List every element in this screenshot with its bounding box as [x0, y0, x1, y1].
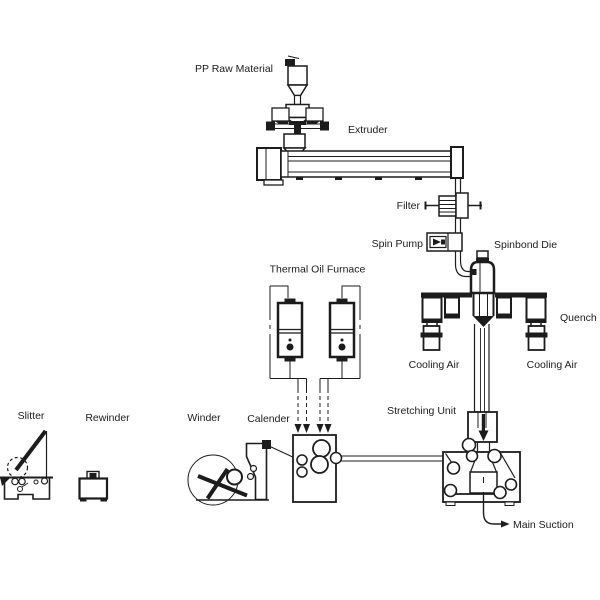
label-winder: Winder — [187, 412, 221, 424]
guide-roll — [296, 466, 308, 478]
feeder-cap — [285, 59, 295, 66]
roller — [487, 448, 502, 464]
label-thermal-oil-furnace: Thermal Oil Furnace — [270, 264, 366, 276]
roller — [446, 461, 461, 475]
guide-roll — [249, 464, 258, 473]
calender-roll — [312, 439, 331, 458]
labels: PP Raw Material Extruder Filter Spin Pum… — [18, 63, 597, 531]
guide-roll — [296, 454, 308, 466]
label-extruder: Extruder — [348, 124, 388, 136]
label-quench: Quench — [560, 312, 597, 324]
hopper-1 — [287, 65, 308, 86]
rewinder-body — [78, 477, 109, 500]
furnace-unit-right — [328, 298, 356, 362]
extruder — [256, 146, 464, 186]
calender-roll — [310, 455, 329, 474]
filter — [424, 192, 482, 219]
main-suction-arrow — [482, 492, 501, 525]
label-cooling-air-right: Cooling Air — [527, 359, 578, 371]
slitter-roller — [11, 477, 19, 486]
burner-dot — [286, 343, 294, 351]
burner-dot — [338, 343, 346, 351]
slitter — [0, 429, 53, 500]
extruder-head — [450, 146, 464, 179]
label-cooling-air-left: Cooling Air — [409, 359, 460, 371]
label-spin-pump: Spin Pump — [372, 238, 424, 250]
rewinder — [78, 470, 109, 502]
roller — [443, 483, 458, 498]
forming-section — [442, 437, 521, 528]
quench-box — [496, 296, 512, 316]
guide-roll — [246, 472, 255, 481]
extruder-motor — [256, 147, 282, 181]
spin-pump — [426, 232, 463, 252]
label-spinbond-die: Spinbond Die — [494, 239, 557, 251]
spinneret-channel — [472, 293, 495, 412]
winder-frame — [245, 442, 268, 501]
quench-manifold — [495, 292, 547, 298]
melt-pipe — [454, 177, 473, 278]
indicator-dot — [288, 338, 292, 342]
filter-element — [438, 195, 457, 217]
quench-box — [525, 296, 547, 323]
airflow-arrow — [478, 414, 489, 441]
label-filter: Filter — [397, 200, 421, 212]
spinbond-die — [469, 250, 496, 295]
quench-box — [444, 296, 460, 316]
slitter-base — [3, 478, 51, 500]
label-calender: Calender — [247, 413, 290, 425]
quench-box — [421, 296, 443, 323]
label-rewinder: Rewinder — [85, 412, 130, 424]
oil-feed-arrow — [303, 424, 310, 433]
quench — [420, 292, 548, 351]
die-body — [469, 260, 496, 295]
roller — [493, 485, 507, 500]
raw-material-feeder — [266, 55, 329, 157]
label-main-suction: Main Suction — [513, 519, 574, 531]
filter-housing — [455, 192, 469, 219]
furnace-unit-left — [276, 298, 304, 362]
label-slitter: Slitter — [18, 410, 45, 422]
side-hopper-right — [305, 107, 324, 122]
winder — [187, 440, 271, 506]
thermal-oil-furnace — [269, 285, 361, 433]
label-stretching-unit: Stretching Unit — [387, 405, 456, 417]
oil-feed-arrow — [316, 424, 324, 433]
roller — [465, 449, 479, 463]
cooling-air-duct-left — [422, 325, 441, 351]
side-hopper-left — [271, 107, 290, 122]
slitter-roller — [40, 477, 49, 485]
stretching-unit — [467, 411, 498, 453]
nip-roller — [226, 468, 243, 486]
oil-feed-arrow — [324, 424, 332, 433]
hopper-3 — [283, 133, 306, 149]
slitter-roller — [33, 479, 39, 485]
die-cap — [476, 250, 489, 259]
calender — [292, 434, 343, 503]
guide-roll — [329, 451, 343, 465]
quench-manifold — [421, 292, 472, 298]
cooling-air-duct-right — [527, 325, 546, 351]
roller — [504, 478, 518, 491]
oil-feed-arrow — [294, 424, 302, 433]
indicator-dot — [340, 338, 344, 342]
spinneret-tip — [473, 316, 494, 327]
slit-roll — [6, 456, 29, 479]
label-pp-raw-material: PP Raw Material — [195, 63, 273, 75]
extruder-barrel — [280, 150, 454, 178]
slitter-roller — [18, 477, 26, 486]
roller — [461, 437, 477, 453]
slitter-arm — [14, 429, 48, 472]
